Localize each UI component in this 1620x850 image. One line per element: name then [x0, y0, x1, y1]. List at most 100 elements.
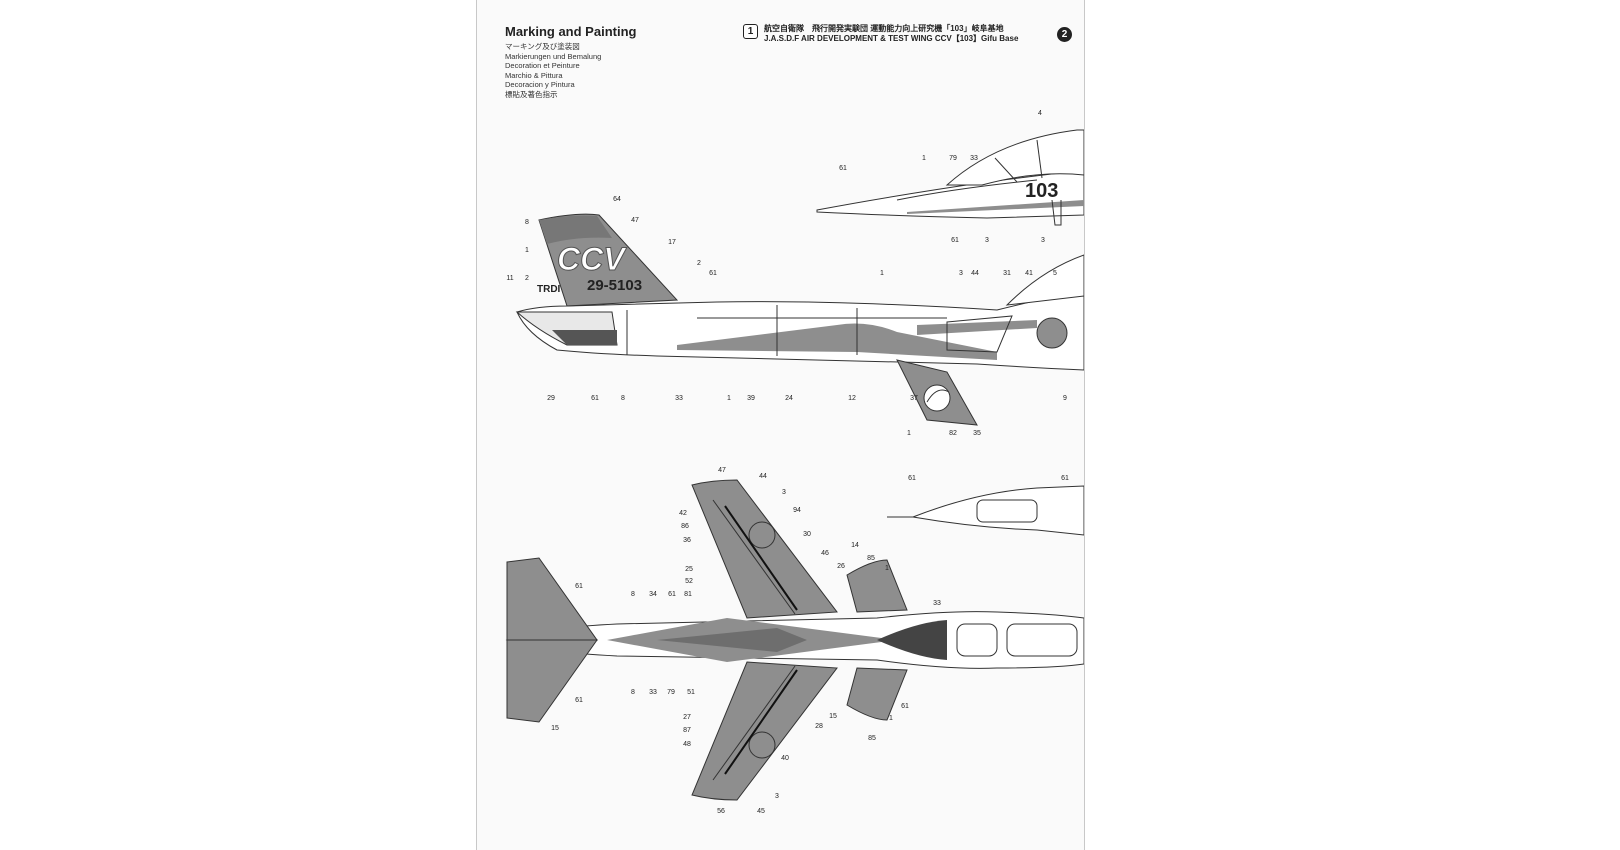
- callout: 56: [717, 808, 725, 815]
- callout: 42: [679, 510, 687, 517]
- callout: 61: [668, 591, 676, 598]
- aircraft-drawings: 103 CCV 29-5103 TRDI 61 79 33 1 4 3 3 61…: [505, 110, 1084, 815]
- callout: 17: [668, 239, 676, 246]
- scheme-1-header: 1 航空自衛隊 飛行開発実験団 運動能力向上研究機「103」岐阜基地 J.A.S…: [743, 24, 1018, 44]
- callout: 1: [922, 155, 926, 162]
- callout: 85: [867, 555, 875, 562]
- page-title: Marking and Painting: [505, 24, 637, 39]
- callout: 61: [908, 475, 916, 482]
- callout: 2: [525, 275, 529, 282]
- callout: 1: [889, 715, 893, 722]
- callout: 15: [551, 725, 559, 732]
- subtitle-es: Decoracion y Pintura: [505, 80, 575, 90]
- callout: 1: [525, 247, 529, 254]
- callout: 40: [781, 755, 789, 762]
- callout: 51: [687, 689, 695, 696]
- callout: 87: [683, 727, 691, 734]
- callout: 24: [785, 395, 793, 402]
- callout: 82: [949, 430, 957, 437]
- tail-serial: 29-5103: [587, 277, 642, 294]
- callout: 1: [885, 565, 889, 572]
- callout: 86: [681, 523, 689, 530]
- callout: 33: [933, 600, 941, 607]
- callout: 79: [667, 689, 675, 696]
- callout: 47: [631, 217, 639, 224]
- callout: 12: [848, 395, 856, 402]
- scheme-2-badge: 2: [1057, 27, 1072, 42]
- callout: 36: [683, 537, 691, 544]
- callout: 33: [649, 689, 657, 696]
- callout: 5: [1053, 270, 1057, 277]
- callout: 4: [1038, 110, 1042, 117]
- aircraft-side-view: [515, 213, 1084, 426]
- callout: 61: [1061, 475, 1069, 482]
- callout: 46: [821, 550, 829, 557]
- callout: 8: [631, 591, 635, 598]
- callout: 8: [621, 395, 625, 402]
- callout: 8: [525, 219, 529, 226]
- callout: 8: [631, 689, 635, 696]
- unit-code: TRDI: [537, 284, 561, 295]
- callout: 61: [591, 395, 599, 402]
- callout: 31: [1003, 270, 1011, 277]
- callout: 35: [973, 430, 981, 437]
- callout: 41: [1025, 270, 1033, 277]
- callout: 3: [985, 237, 989, 244]
- callout: 3: [782, 489, 786, 496]
- callout: 3: [1041, 237, 1045, 244]
- callout: 94: [793, 507, 801, 514]
- aircraft-plan-view: [505, 479, 1084, 801]
- callout: 64: [613, 196, 621, 203]
- subtitle-de: Markierungen und Bemalung: [505, 51, 602, 61]
- callout: 39: [747, 395, 755, 402]
- callout: 47: [718, 467, 726, 474]
- callout: 33: [970, 155, 978, 162]
- callout: 44: [971, 270, 979, 277]
- callout: 61: [575, 697, 583, 704]
- subtitle-cn: 標貼及著色指示: [505, 89, 558, 99]
- instruction-sheet: Marking and Painting マーキング及び塗装図 Markieru…: [476, 0, 1085, 850]
- cockpit-side-view: [816, 129, 1084, 226]
- nose-number: 103: [1025, 180, 1058, 202]
- callout: 28: [815, 723, 823, 730]
- tail-code: CCV: [557, 241, 627, 277]
- callout: 15: [829, 713, 837, 720]
- scheme-1-title-en: J.A.S.D.F AIR DEVELOPMENT & TEST WING CC…: [764, 34, 1019, 43]
- callout: 26: [837, 563, 845, 570]
- nose-top-view: [887, 485, 1084, 536]
- callout: 27: [683, 714, 691, 721]
- callout: 25: [685, 566, 693, 573]
- callout: 44: [759, 473, 767, 480]
- callout: 61: [901, 703, 909, 710]
- callout: 52: [685, 578, 693, 585]
- scheme-2-header: 2: [1057, 24, 1072, 42]
- callout: 45: [757, 808, 765, 815]
- callout: 85: [868, 735, 876, 742]
- callout: 14: [851, 542, 859, 549]
- subtitle-fr: Decoration et Peinture: [505, 61, 580, 71]
- language-subtitles: マーキング及び塗装図 Markierungen und Bemalung Dec…: [505, 42, 601, 100]
- scheme-1-title-jp: 航空自衛隊 飛行開発実験団 運動能力向上研究機「103」岐阜基地: [764, 24, 1004, 33]
- callout: 1: [907, 430, 911, 437]
- callout: 3: [775, 793, 779, 800]
- callout: 61: [575, 583, 583, 590]
- callout: 1: [880, 270, 884, 277]
- callout: 37: [910, 395, 918, 402]
- callout: 81: [684, 591, 692, 598]
- callout: 79: [949, 155, 957, 162]
- subtitle-jp: マーキング及び塗装図: [505, 42, 580, 51]
- callout: 11: [506, 275, 513, 282]
- callout: 1: [727, 395, 731, 402]
- callout: 29: [547, 395, 555, 402]
- side-view-callouts: 61 79 33 1 4 3 3 61 8 64 47 1 17 2 61 2 …: [506, 110, 1067, 437]
- callout: 48: [683, 741, 691, 748]
- callout: 34: [649, 591, 657, 598]
- callout: 61: [951, 237, 959, 244]
- callout: 3: [959, 270, 963, 277]
- subtitle-it: Marchio & Pittura: [505, 70, 563, 80]
- callout: 9: [1063, 395, 1067, 402]
- scheme-1-badge: 1: [743, 24, 758, 39]
- callout: 33: [675, 395, 683, 402]
- plan-view-callouts: 47 44 3 42 86 36 94 30 46 26 25 52 81 8 …: [551, 467, 1069, 815]
- callout: 61: [839, 165, 847, 172]
